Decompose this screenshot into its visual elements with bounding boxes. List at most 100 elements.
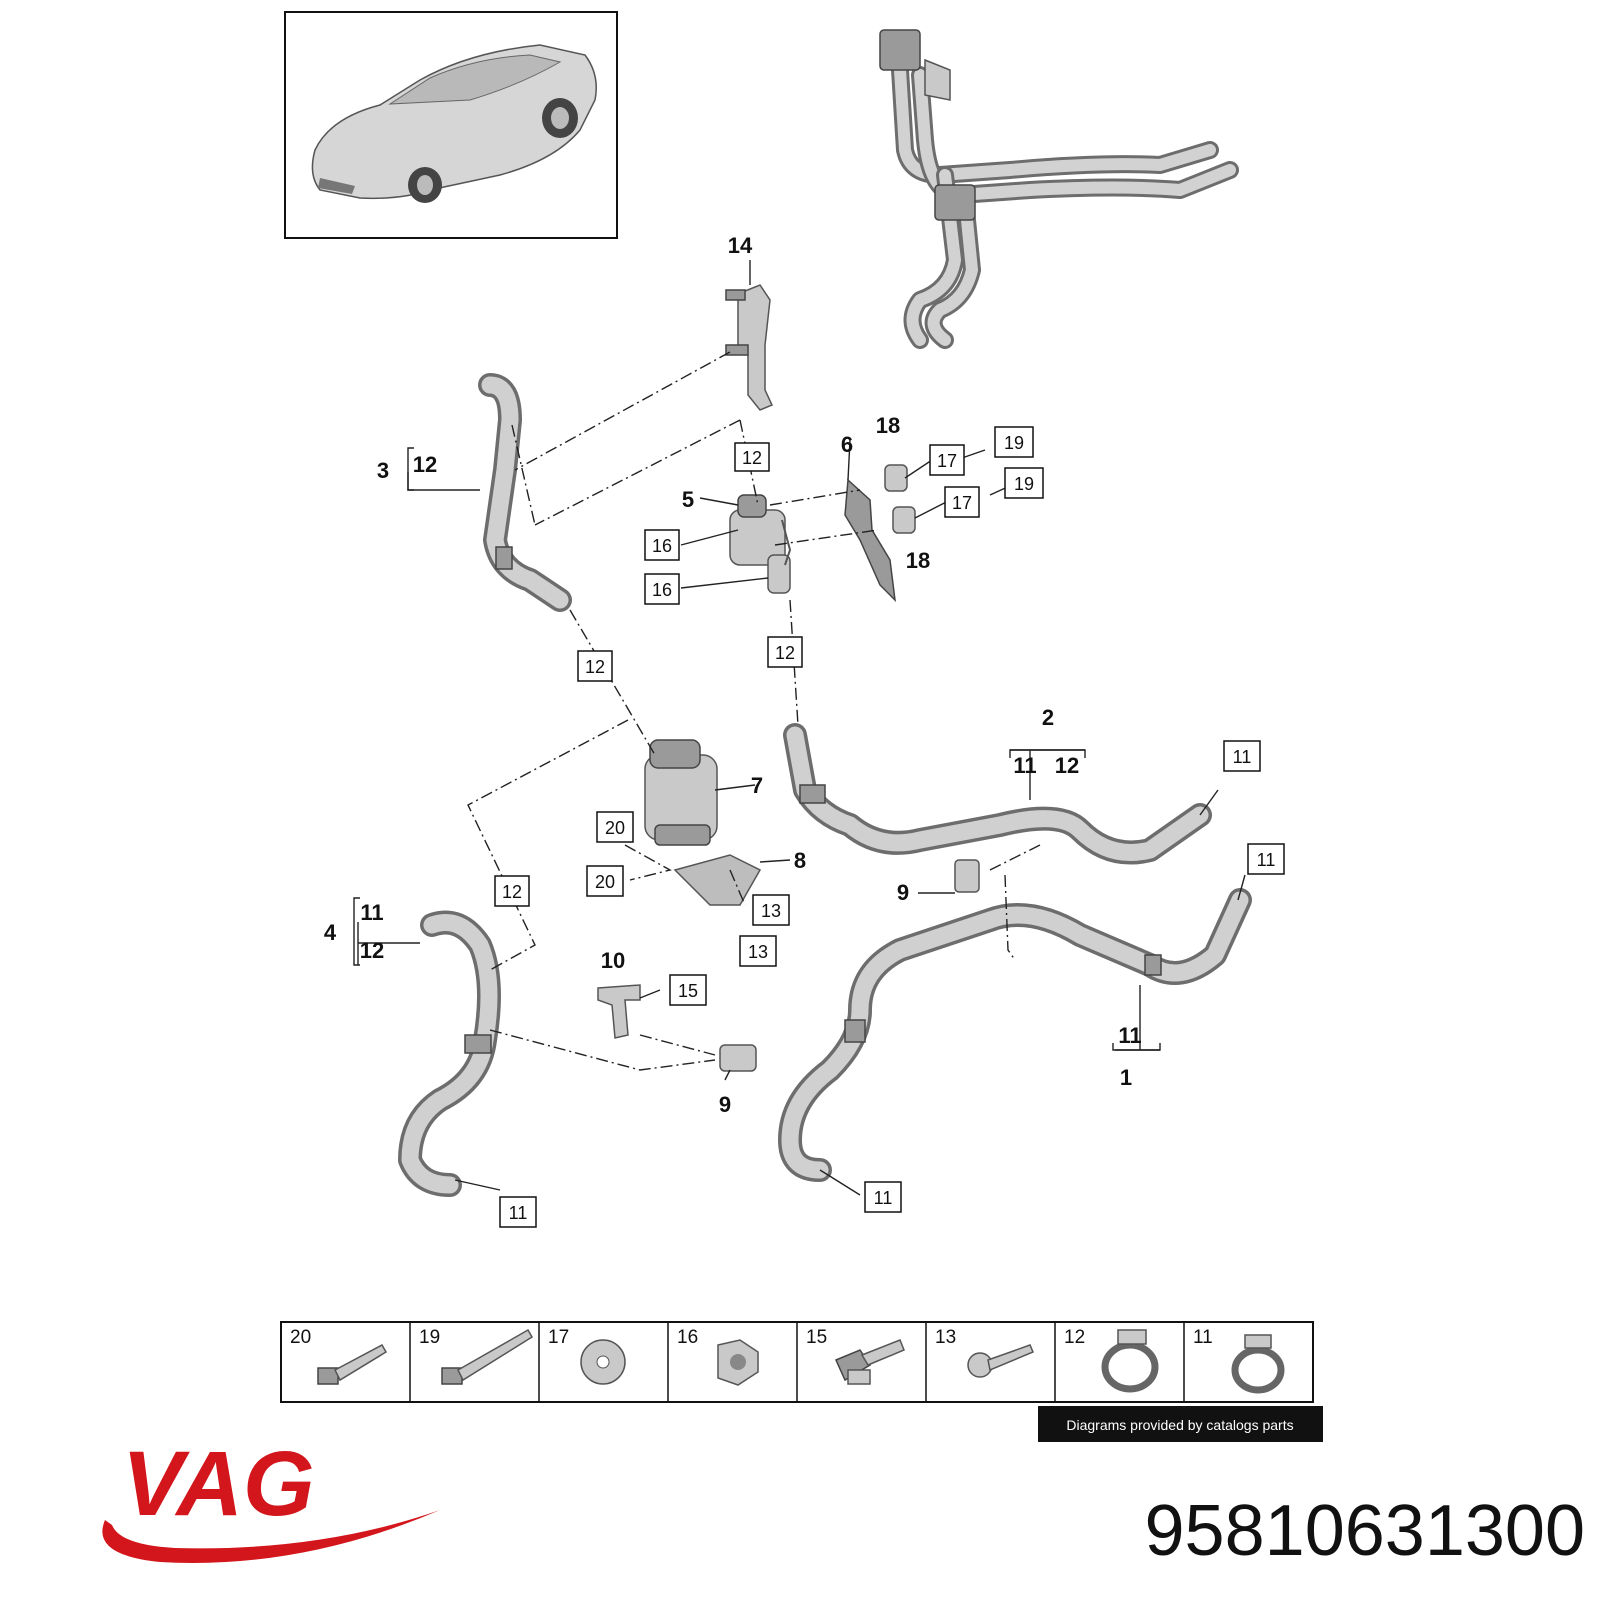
- hose-3: [478, 373, 572, 612]
- bracket-2-label-11: 11: [1013, 753, 1036, 778]
- svg-text:11: 11: [1233, 747, 1252, 767]
- svg-text:11: 11: [1193, 1327, 1213, 1348]
- boxed-19-b: 19: [1004, 467, 1044, 499]
- svg-text:12: 12: [775, 643, 795, 663]
- callout-5: 5: [682, 487, 694, 512]
- fasteners-table: 20 19 17 16: [280, 1321, 1314, 1403]
- svg-text:17: 17: [548, 1327, 569, 1348]
- svg-text:19: 19: [1014, 474, 1034, 494]
- clamp-9-left: [719, 1044, 757, 1072]
- svg-text:19: 19: [1004, 433, 1024, 453]
- car-icon: [311, 44, 597, 203]
- svg-text:12: 12: [1064, 1327, 1085, 1348]
- svg-text:16: 16: [652, 536, 672, 556]
- clamp-9-right: [954, 859, 980, 893]
- svg-text:13: 13: [761, 901, 781, 921]
- callout-9-right: 9: [897, 880, 909, 905]
- boxed-20-a: 20: [596, 811, 634, 843]
- boxed-12-a: 12: [734, 442, 770, 472]
- hose-1: [778, 888, 1252, 1182]
- callout-7: 7: [751, 773, 763, 798]
- boxed-11-d: 11: [864, 1181, 902, 1213]
- boxed-19-a: 19: [994, 426, 1034, 458]
- svg-text:15: 15: [678, 981, 698, 1001]
- logo-swoosh-icon: [102, 1510, 441, 1563]
- svg-text:11: 11: [1257, 850, 1276, 870]
- boxed-callouts: 12 12 12 12 16 16 17 17 19 19 20 20 13 1…: [494, 426, 1285, 1228]
- brand-name: VAG: [122, 1433, 315, 1535]
- table-cell-19: 19: [419, 1327, 534, 1385]
- boxed-13-a: 13: [752, 894, 790, 926]
- svg-text:15: 15: [806, 1327, 827, 1348]
- callout-numbers: 1 2 3 4 5 6 7 8 9 9 10 14 18 18 12 11 12…: [324, 233, 1142, 1117]
- group-brackets: [353, 447, 1161, 1051]
- callout-8: 8: [794, 848, 806, 873]
- boxed-12-c: 12: [767, 636, 803, 668]
- svg-text:19: 19: [419, 1327, 440, 1348]
- boxed-17-b: 17: [944, 486, 980, 518]
- pad-8: [673, 854, 762, 906]
- callout-1: 1: [1120, 1065, 1132, 1090]
- callout-9-left: 9: [719, 1092, 731, 1117]
- svg-text:11: 11: [874, 1188, 893, 1208]
- boxed-17-a: 17: [929, 444, 965, 476]
- svg-text:12: 12: [585, 657, 605, 677]
- callout-3: 3: [377, 458, 389, 483]
- bolt-icon: [317, 1343, 388, 1385]
- boxed-12-d: 12: [494, 875, 530, 907]
- svg-text:20: 20: [290, 1327, 311, 1348]
- hose-clamp-icon: [1101, 1329, 1159, 1393]
- boxed-15: 15: [669, 974, 707, 1006]
- table-cell-16: 16: [677, 1327, 759, 1386]
- svg-text:12: 12: [742, 448, 762, 468]
- callout-4: 4: [324, 920, 337, 945]
- vehicle-thumbnail: [284, 11, 618, 239]
- svg-text:20: 20: [605, 818, 625, 838]
- boxed-16-b: 16: [644, 573, 680, 605]
- bracket-4-label-11: 11: [360, 900, 383, 925]
- svg-text:20: 20: [595, 872, 615, 892]
- table-cell-12: 12: [1064, 1327, 1159, 1393]
- brand-logo: VAG: [102, 1433, 441, 1563]
- callout-2: 2: [1042, 705, 1054, 730]
- long-bolt-icon: [441, 1328, 534, 1385]
- svg-text:13: 13: [748, 942, 768, 962]
- grommets-18: [884, 464, 916, 534]
- svg-text:Diagrams provided by catalogs: Diagrams provided by catalogs parts: [1066, 1417, 1293, 1433]
- nut-icon: [717, 1339, 759, 1386]
- boxed-11-c: 11: [499, 1196, 537, 1228]
- table-cell-13: 13: [935, 1327, 1034, 1378]
- callout-6: 6: [841, 432, 853, 457]
- bracket-1-label-11: 11: [1118, 1023, 1141, 1048]
- boxed-20-b: 20: [586, 865, 624, 897]
- svg-text:13: 13: [935, 1327, 956, 1348]
- boxed-11-a: 11: [1223, 740, 1261, 772]
- assembly-lines: [467, 351, 1041, 1071]
- bracket-3-label-12: 12: [413, 452, 437, 477]
- boxed-16-a: 16: [644, 529, 680, 561]
- svg-text:11: 11: [509, 1203, 528, 1223]
- svg-text:12: 12: [502, 882, 522, 902]
- bracket-6: [844, 478, 897, 603]
- hose-4: [398, 910, 501, 1197]
- svg-text:16: 16: [652, 580, 672, 600]
- table-cell-20: 20: [290, 1327, 388, 1385]
- bracket-14: [725, 284, 774, 411]
- callout-14: 14: [728, 233, 753, 258]
- clip-screw-icon: [834, 1339, 905, 1385]
- table-cell-17: 17: [548, 1327, 626, 1385]
- bracket-10: [597, 984, 641, 1039]
- table-cell-11: 11: [1193, 1327, 1285, 1394]
- hose-2: [783, 723, 1212, 865]
- callout-18-top: 18: [876, 413, 900, 438]
- screw-icon: [967, 1344, 1034, 1378]
- callout-10: 10: [601, 948, 625, 973]
- bracket-2-label-12: 12: [1055, 753, 1079, 778]
- pump-7: [644, 739, 718, 846]
- valve-5: [729, 494, 792, 594]
- hose-clamp-icon: [1231, 1334, 1285, 1394]
- svg-text:16: 16: [677, 1327, 698, 1348]
- washer-icon: [580, 1339, 626, 1385]
- boxed-13-b: 13: [739, 935, 777, 967]
